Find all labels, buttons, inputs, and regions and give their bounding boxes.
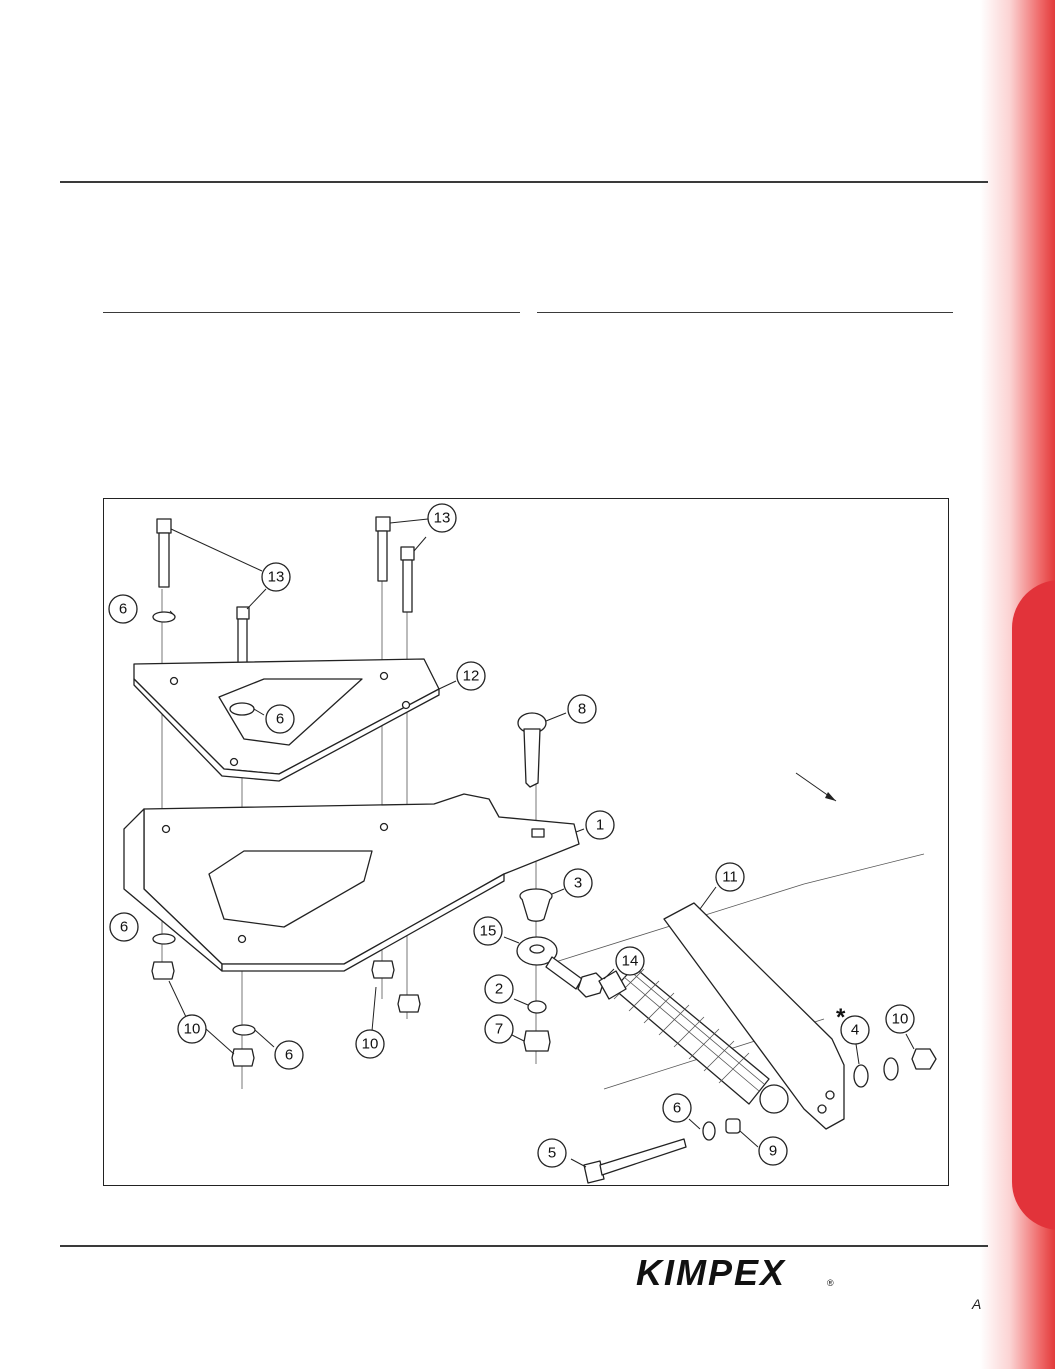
bottom-bracket-1 (123, 793, 580, 972)
svg-text:11: 11 (722, 869, 738, 886)
nut-10-mid-a (371, 960, 395, 979)
svg-text:12: 12 (463, 668, 480, 685)
washer-6-left (152, 933, 176, 945)
lock-nut-7 (523, 1030, 551, 1052)
kimpex-logo: KIMPEX ® (634, 1252, 844, 1293)
callout-15: 15 (473, 916, 503, 946)
callout-10-mid: 10 (355, 1029, 385, 1059)
callout-2: 2 (484, 974, 514, 1004)
svg-text:7: 7 (495, 1021, 503, 1038)
svg-text:1: 1 (596, 817, 604, 834)
bolt-13-right-a (375, 516, 391, 582)
side-chapter-tab (1012, 580, 1055, 1230)
callout-10-left: 10 (177, 1014, 207, 1044)
svg-text:KIMPEX: KIMPEX (636, 1252, 786, 1292)
callout-6-top: 6 (108, 594, 138, 624)
washer-4-b (883, 1057, 899, 1081)
svg-text:8: 8 (578, 701, 586, 718)
callout-6-left: 6 (109, 912, 139, 942)
callout-7: 7 (484, 1014, 514, 1044)
svg-text:6: 6 (276, 711, 284, 728)
nut-10-left (151, 961, 175, 980)
callout-13-b: 13 (427, 503, 457, 533)
rod-end-15 (516, 936, 583, 990)
leader-lines (168, 518, 915, 1168)
svg-text:15: 15 (480, 923, 497, 940)
svg-text:10: 10 (362, 1036, 379, 1053)
callout-6-right: 6 (662, 1093, 692, 1123)
svg-text:4: 4 (851, 1022, 859, 1039)
callout-8: 8 (567, 694, 597, 724)
callout-5: 5 (537, 1138, 567, 1168)
svg-text:10: 10 (184, 1021, 201, 1038)
svg-text:6: 6 (673, 1100, 681, 1117)
jam-nut-14 (577, 972, 605, 998)
svg-text:6: 6 (119, 601, 127, 618)
callout-10-right: 10 (885, 1004, 915, 1034)
svg-text:®: ® (827, 1278, 834, 1288)
nut-10-mid-b (397, 994, 421, 1013)
callout-6-plate: 6 (265, 704, 295, 734)
washer-6-bottom (232, 1024, 256, 1036)
nut-10-bottom (231, 1048, 255, 1067)
column-rule-left (103, 312, 520, 314)
shock-absorber-11 (598, 902, 845, 1130)
callout-4: 4 (840, 1015, 870, 1045)
callout-14: 14 (615, 946, 645, 976)
bolt-5 (583, 1138, 687, 1184)
svg-text:6: 6 (285, 1047, 293, 1064)
exploded-parts-diagram: 13 13 13 6 12 6 8 1 3 6 15 14 2 7 10 10 … (103, 498, 949, 1186)
pin-8 (517, 712, 547, 788)
svg-text:13: 13 (268, 569, 285, 586)
lock-washer-2 (527, 1000, 547, 1014)
svg-text:9: 9 (769, 1143, 777, 1160)
svg-text:6: 6 (120, 919, 128, 936)
svg-text:14: 14 (622, 953, 639, 970)
callout-12: 12 (456, 661, 486, 691)
callout-6-bottom: 6 (274, 1040, 304, 1070)
callout-asterisk: * (836, 1004, 846, 1031)
bolt-13-mid (236, 606, 250, 672)
callout-13-a: 13 (261, 562, 291, 592)
washer-4-a (853, 1064, 869, 1088)
bolt-13-left (156, 518, 172, 588)
svg-text:10: 10 (892, 1011, 909, 1028)
callout-11: 11 (715, 862, 745, 892)
header-rule (60, 181, 988, 183)
washer-6-right (702, 1121, 716, 1141)
bolt-13-right-b (400, 546, 415, 613)
svg-text:2: 2 (495, 981, 503, 998)
svg-text:13: 13 (434, 510, 451, 527)
svg-text:3: 3 (574, 875, 582, 892)
spacer-9 (725, 1118, 741, 1134)
svg-text:5: 5 (548, 1145, 556, 1162)
column-rule-right (537, 312, 953, 314)
callout-9: 9 (758, 1136, 788, 1166)
page-letter: A (972, 1296, 982, 1312)
callout-3: 3 (563, 868, 593, 898)
bushing-3 (519, 888, 553, 922)
nut-10-right (911, 1048, 937, 1070)
callout-1: 1 (585, 810, 615, 840)
washer-6-top (152, 611, 176, 623)
footer-rule (60, 1245, 988, 1247)
direction-arrow (795, 772, 837, 802)
